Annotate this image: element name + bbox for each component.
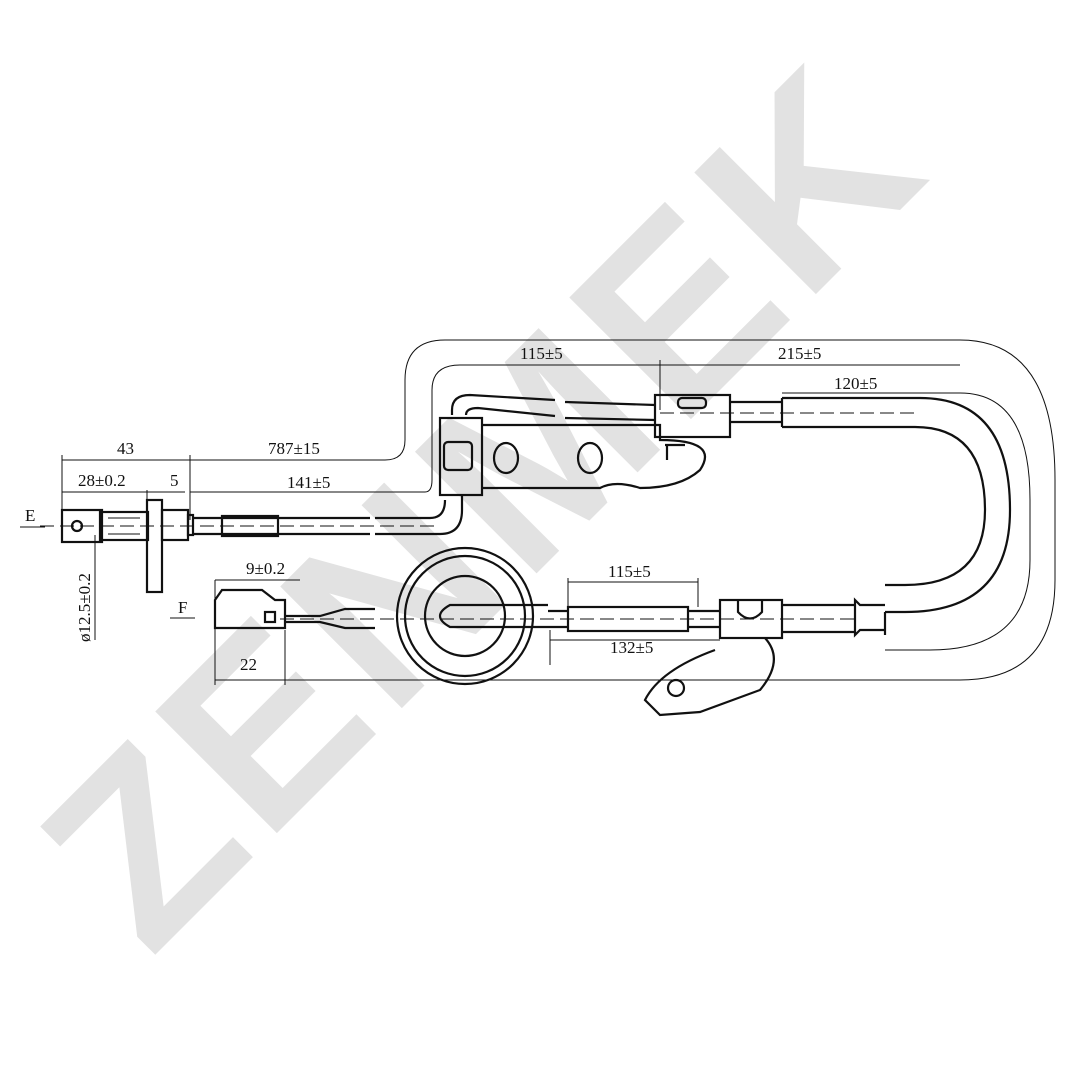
cable-loop — [660, 396, 1012, 638]
drawing-line — [450, 393, 556, 415]
dim-loop-sleeve: 120±5 — [834, 374, 877, 393]
cable-clip-top — [653, 393, 782, 439]
connector — [213, 578, 720, 685]
drawing-line — [186, 513, 195, 537]
dim-sensor-length: 43 — [117, 439, 134, 458]
drawing-line — [145, 498, 164, 594]
drawing-line — [403, 554, 527, 678]
drawing-line — [263, 610, 277, 624]
drawing-line — [782, 425, 987, 587]
dim-sensor-body: 28±0.2 — [78, 471, 126, 490]
drawing-line — [576, 441, 604, 475]
grommet — [395, 546, 548, 686]
drawing-line — [375, 499, 447, 520]
drawing-line — [285, 607, 375, 630]
drawing-line — [482, 423, 707, 490]
drawing-line — [782, 603, 855, 634]
dim-overall-length: 787±15 — [268, 439, 320, 458]
drawing-line — [665, 443, 685, 460]
drawing-line — [423, 574, 507, 658]
drawing-line — [160, 508, 190, 542]
view-label-e: E — [25, 506, 35, 525]
dim-diameter: ø12.5±0.2 — [75, 573, 94, 642]
dim-first-sleeve: 141±5 — [287, 473, 330, 492]
overall-length-dimension-line — [190, 339, 1056, 681]
dim-flange: 5 — [170, 471, 179, 490]
drawing-line — [438, 416, 484, 497]
loop-dimension-arc — [885, 392, 1031, 651]
dim-connector-length: 22 — [240, 655, 257, 674]
dim-top-to-clip: 215±5 — [778, 344, 821, 363]
cable-lower — [280, 605, 860, 633]
dim-lower-bracket: 132±5 — [610, 638, 653, 657]
dim-top-segment: 115±5 — [520, 344, 563, 363]
drawing-line — [492, 441, 520, 475]
cable-clip-bottom — [643, 598, 855, 717]
drawing-line — [442, 440, 474, 472]
dim-connector-latch: 9±0.2 — [246, 559, 285, 578]
drawing-line — [653, 393, 732, 439]
dim-lower-sleeve: 115±5 — [608, 562, 651, 581]
mounting-bracket — [438, 416, 707, 497]
drawing-line — [464, 406, 556, 418]
drawing-line — [438, 603, 548, 629]
drawing-line — [853, 597, 885, 638]
drawing-line — [676, 396, 708, 410]
view-label-f: F — [178, 598, 187, 617]
drawing-line — [666, 678, 686, 698]
drawing-line — [375, 495, 464, 536]
drawing-line — [643, 637, 775, 717]
drawing-line — [564, 400, 656, 422]
drawing-line — [736, 600, 764, 620]
drawing-line — [213, 588, 287, 630]
cable — [40, 393, 656, 538]
drawing-line — [395, 546, 535, 686]
drawing-line — [782, 396, 1012, 614]
sleeve-dimension-line — [190, 364, 660, 493]
